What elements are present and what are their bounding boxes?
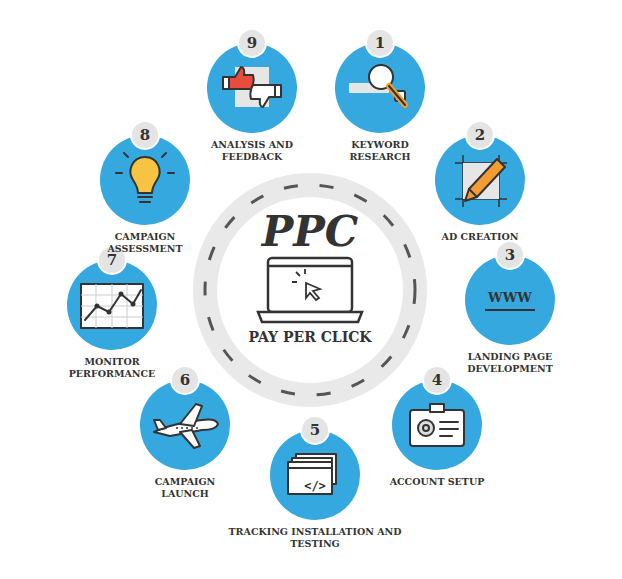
step-circle: 8CAMPAIGN ASSESSMENT xyxy=(100,135,190,225)
step-label: KEYWORD RESEARCH xyxy=(320,139,440,163)
step-circle: 1KEYWORD RESEARCH xyxy=(335,43,425,133)
cycle-dashes xyxy=(205,185,415,395)
step-label: CAMPAIGN ASSESSMENT xyxy=(85,231,205,255)
step-circle: 5TRACKING INSTALLATION AND TESTING xyxy=(270,430,360,520)
callout-number: 9 xyxy=(237,28,267,58)
cycle-ring xyxy=(205,185,415,395)
step-circle: 2AD CREATION xyxy=(435,135,525,225)
callout-number: 5 xyxy=(300,415,330,445)
step-label: CAMPAIGN LAUNCH xyxy=(130,476,240,500)
laptop-icon xyxy=(258,258,362,322)
www-text: WWW xyxy=(488,290,532,306)
step-circle: 4ACCOUNT SETUP xyxy=(392,380,482,470)
step-circle: 9ANALYSIS AND FEEDBACK xyxy=(207,43,297,133)
step-label: ACCOUNT SETUP xyxy=(382,476,492,488)
code-symbol: </> xyxy=(304,478,326,494)
step-label: MONITOR PERFORMANCE xyxy=(52,356,172,380)
callout-number: 4 xyxy=(422,365,452,395)
step-label: LANDING PAGE DEVELOPMENT xyxy=(450,351,570,375)
callout-number: 2 xyxy=(465,120,495,150)
step-circle: 6CAMPAIGN LAUNCH xyxy=(140,380,230,470)
callout-number: 8 xyxy=(130,120,160,150)
step-circle: 7MONITOR PERFORMANCE xyxy=(67,260,157,350)
step-label: ANALYSIS AND FEEDBACK xyxy=(192,139,312,163)
callout-number: 6 xyxy=(170,365,200,395)
diagram-title: PPC xyxy=(262,210,359,254)
callout-number: 1 xyxy=(365,28,395,58)
center-label: PAY PER CLICK xyxy=(248,329,371,345)
step-label: TRACKING INSTALLATION AND TESTING xyxy=(225,526,405,550)
step-label: AD CREATION xyxy=(425,231,535,243)
callout-number: 3 xyxy=(495,240,525,270)
